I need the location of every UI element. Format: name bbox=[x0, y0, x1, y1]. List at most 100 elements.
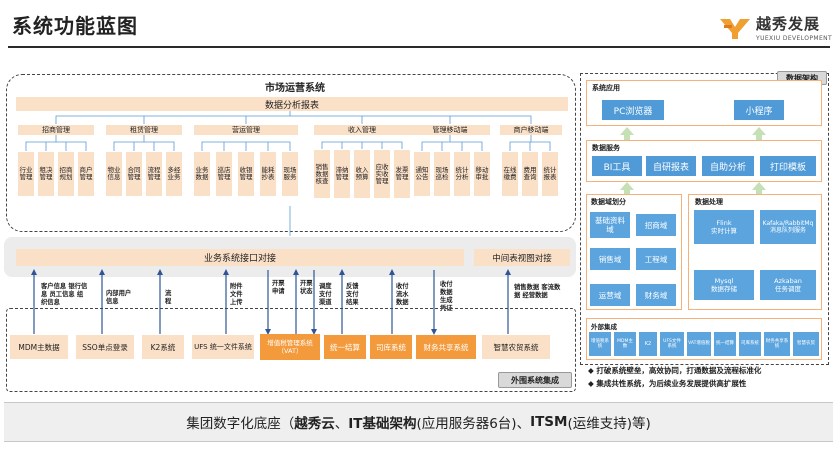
system-app-label: 系统应用 bbox=[592, 84, 620, 92]
foundation-infra: IT基础架构 bbox=[348, 416, 417, 432]
ext-item: UFS文件系统 bbox=[660, 332, 684, 356]
bullet-text: 集成共性系统，为后续业务发展提供高扩展性 bbox=[596, 379, 747, 388]
foundation-servers: (应用服务器6台)、 bbox=[416, 416, 531, 432]
bullet-text: 打破系统壁垒，高效协同，打通数据及流程标准化 bbox=[596, 366, 762, 375]
kafka-box: Kafaka/RabbitMq 消息队列服务 bbox=[760, 210, 816, 244]
bi-tool-box: BI工具 bbox=[592, 156, 642, 176]
data-domain-label: 数据域划分 bbox=[591, 198, 626, 206]
item-multi-business: 多经业务 bbox=[166, 152, 182, 196]
arrow-up-icon bbox=[620, 127, 634, 135]
item-stat-analysis: 统计分析 bbox=[454, 152, 470, 196]
print-template-box: 打印模板 bbox=[760, 156, 816, 176]
domain-engineering: 工程域 bbox=[636, 248, 676, 270]
module-operation: 营运管理 bbox=[194, 125, 298, 135]
sys-k2: K2系统 bbox=[142, 335, 184, 359]
ext-item: 统一结算 bbox=[714, 332, 736, 356]
ext-item: MDM主数 bbox=[614, 332, 636, 356]
flow-label-mdm: 客户信息 银行信息 员工信息 组织信息 bbox=[41, 283, 88, 306]
external-integration-tag: 外围系统集成 bbox=[498, 372, 572, 388]
sys-mdm: MDM主数据 bbox=[10, 335, 68, 359]
module-merchant-mobile: 商户移动端 bbox=[500, 125, 562, 135]
ext-item: 智慧农贸 bbox=[793, 332, 819, 356]
market-system-frame bbox=[6, 74, 576, 232]
arrow-up-icon bbox=[620, 182, 634, 190]
data-architecture-frame bbox=[580, 73, 829, 365]
flow-label-k2: 流程 bbox=[165, 290, 172, 305]
ext-item: VAT增值税 bbox=[687, 332, 711, 356]
analysis-report-bar: 数据分析报表 bbox=[16, 97, 568, 111]
ext-integration-label: 外部集成 bbox=[591, 323, 617, 331]
flow-label-invoice-apply: 开票申请 bbox=[272, 280, 285, 295]
logo-text-cn: 越秀发展 bbox=[756, 15, 821, 33]
digital-foundation-bar: 集团数字化底座（越秀云、IT基础架构(应用服务器6台)、ITSM(运维支持)等) bbox=[4, 402, 833, 442]
item-notice: 通知公告 bbox=[414, 152, 430, 196]
item-business-data: 业务数据 bbox=[194, 152, 210, 196]
item-investment-plan: 招商规划 bbox=[58, 152, 74, 196]
sys-ufs: UFS 统一文件系统 bbox=[192, 335, 254, 359]
sys-finance-shared: 财务共享系统 bbox=[416, 335, 476, 359]
data-processing-label: 数据处理 bbox=[695, 198, 723, 206]
flow-arrows bbox=[31, 269, 511, 335]
item-industry: 行业管理 bbox=[18, 152, 34, 196]
ext-item: 增值税系统 bbox=[589, 332, 611, 356]
ext-item: 司库系统 bbox=[739, 332, 761, 356]
market-title: 市场运营系统 bbox=[265, 83, 325, 94]
foundation-ops: (运维支持)等) bbox=[567, 416, 651, 432]
flow-label-feedback: 反馈 支付 结果 bbox=[346, 283, 359, 306]
item-inspection: 现场巡检 bbox=[434, 152, 450, 196]
item-process: 流程管理 bbox=[146, 152, 162, 196]
flow-label-cashflow: 收付 流水 数据 bbox=[396, 283, 409, 306]
domain-operation: 运营域 bbox=[590, 284, 630, 306]
sys-treasury: 司库系统 bbox=[370, 335, 412, 359]
mini-program-box: 小程序 bbox=[734, 100, 784, 120]
flow-label-dispatch: 调度 支付 渠道 bbox=[319, 283, 332, 306]
data-service-label: 数据服务 bbox=[592, 144, 620, 152]
sys-sso: SSO单点登录 bbox=[76, 335, 134, 359]
foundation-cloud: 越秀云 bbox=[294, 416, 335, 432]
azkaban-box: Azkaban 任务调度 bbox=[760, 270, 816, 300]
item-cashier: 收银管理 bbox=[238, 152, 254, 196]
item-energy-meter: 能耗抄表 bbox=[260, 152, 276, 196]
item-onsite-service: 现场服务 bbox=[282, 152, 298, 196]
module-leasing: 租赁管理 bbox=[106, 125, 182, 135]
middle-table-bar: 中间表视图对接 bbox=[474, 249, 570, 266]
market-connectors bbox=[25, 111, 551, 236]
item-rent-decision: 租决管理 bbox=[38, 152, 54, 196]
benefit-bullets: ◆ 打破系统壁垒，高效协同，打通数据及流程标准化 ◆ 集成共性系统，为后续业务发… bbox=[588, 364, 836, 390]
foundation-text: 集团数字化底座（ bbox=[186, 416, 295, 432]
item-online-pay: 在线缴费 bbox=[502, 152, 518, 196]
flow-label-ufs: 附件 文件 上传 bbox=[230, 283, 243, 306]
module-mgmt-mobile: 管理移动端 bbox=[410, 125, 490, 135]
mysql-box: Mysql 数据存储 bbox=[694, 270, 754, 300]
ext-item: K2 bbox=[639, 332, 657, 356]
pc-browser-box: PC浏览器 bbox=[602, 100, 664, 120]
bullet-item: ◆ 集成共性系统，为后续业务发展提供高扩展性 bbox=[588, 379, 747, 388]
domain-sales: 销售域 bbox=[590, 248, 630, 270]
arrow-stem bbox=[624, 134, 630, 140]
foundation-itsm: ITSM bbox=[530, 414, 568, 430]
self-analysis-box: 自助分析 bbox=[702, 156, 754, 176]
bullet-item: ◆ 打破系统壁垒，高效协同，打通数据及流程标准化 bbox=[588, 366, 762, 375]
item-store-patrol: 巡店管理 bbox=[216, 152, 232, 196]
item-receivable: 应收实收管理 bbox=[374, 150, 390, 198]
flow-label-invoice-status: 开票状态 bbox=[300, 280, 313, 295]
item-fee-query: 费用查询 bbox=[522, 152, 538, 196]
item-invoice: 发票管理 bbox=[394, 150, 410, 198]
item-income-budget: 收入预算 bbox=[354, 150, 370, 198]
item-stat-report: 统计报表 bbox=[542, 152, 558, 196]
arrow-up-icon bbox=[752, 182, 766, 190]
sys-smart-market: 智慧农贸系统 bbox=[482, 335, 550, 359]
flow-label-sso: 内部用户 信息 bbox=[106, 290, 132, 305]
item-late-fee: 滞纳管理 bbox=[334, 150, 350, 198]
arrow-stem bbox=[624, 189, 630, 194]
self-report-box: 自研报表 bbox=[646, 156, 696, 176]
logo-text-en: YUEXIU DEVELOPMENT bbox=[756, 35, 833, 42]
arrow-stem bbox=[756, 189, 762, 194]
item-sales-check: 销售数据核查 bbox=[314, 150, 330, 198]
sys-vat: 增值税管理系统（VAT） bbox=[260, 334, 320, 360]
item-merchant: 商户管理 bbox=[78, 152, 94, 196]
arrow-stem bbox=[756, 134, 762, 140]
company-logo: 越秀发展 YUEXIU DEVELOPMENT bbox=[718, 13, 832, 42]
domain-basic: 基础资料域 bbox=[590, 212, 630, 238]
item-mobile-approval: 移动审批 bbox=[474, 152, 490, 196]
